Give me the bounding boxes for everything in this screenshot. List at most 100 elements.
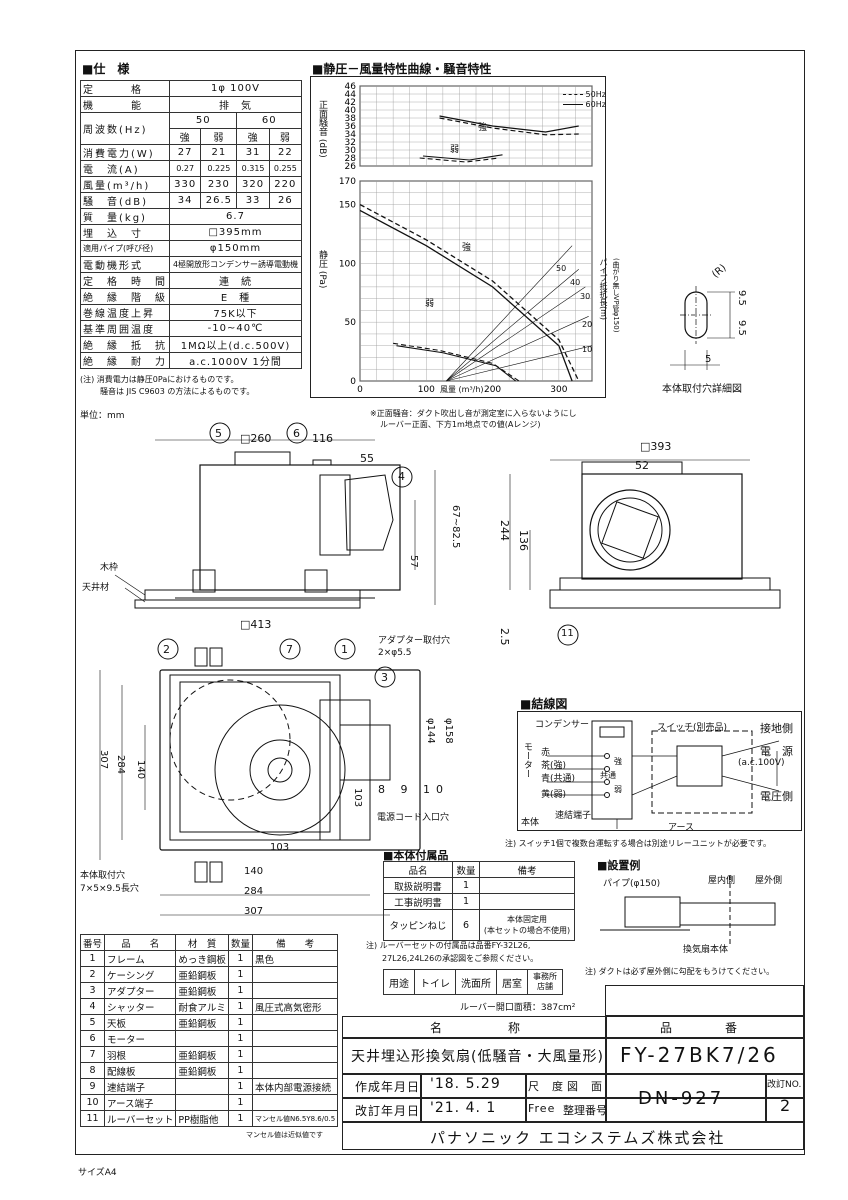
parts-cell: 本体内部電源接続 — [251, 1078, 339, 1095]
side-view-drawing — [114, 422, 436, 609]
wiring-red: 赤 — [541, 748, 551, 758]
tb-company: パナソニック エコシステムズ株式会社 — [430, 1129, 726, 1147]
spec-cell: 33 — [236, 192, 270, 209]
wiring-terminal: 速結端子 — [555, 811, 592, 821]
pressure-xtick: 200 — [484, 385, 501, 395]
pressure-strong-label: 強 — [462, 243, 472, 253]
pressure-ytick: 100 — [339, 259, 356, 269]
parts-cell: 1 — [227, 1014, 253, 1031]
dim-b307: 307 — [244, 906, 264, 917]
parts-cell — [175, 1078, 229, 1095]
wiring-strong: 強 — [614, 757, 622, 766]
parts-cell: シャッター — [104, 998, 177, 1015]
spec-label: 定 格 時 間 — [80, 272, 170, 289]
acc-cell — [479, 877, 575, 894]
parts-cell: 速結端子 — [104, 1078, 177, 1095]
dim-284: 284 — [115, 755, 126, 775]
label-adapter: アダプター取付穴 — [378, 636, 451, 646]
spec-note-2: 騒音は JIS C9603 の方法によるものです。 — [100, 387, 255, 396]
wiring-power: 電 源 — [760, 745, 793, 758]
acc-header: 品名 — [383, 861, 453, 878]
pipe-axis-sub: (曲がり無しVP管φ150) — [612, 258, 620, 333]
parts-cell: 亜鉛鋼板 — [175, 1046, 229, 1063]
parts-cell — [251, 1014, 339, 1031]
acc-cell: 1 — [452, 877, 480, 894]
tb-scale-label: 尺 度 — [528, 1080, 564, 1093]
spec-cell: 34 — [168, 192, 202, 209]
parts-header: 備 考 — [251, 934, 339, 951]
louver-area: ルーバー開口面積：387cm² — [460, 1003, 576, 1013]
wiring-condenser: コンデンサー — [535, 720, 590, 730]
tb-rev-label: 改訂NO. — [767, 1080, 802, 1090]
parts-cell: 3 — [79, 982, 106, 999]
dim-b140: 140 — [244, 866, 264, 877]
callout-8: 8 — [378, 783, 391, 796]
parts-cell: 1 — [227, 950, 253, 967]
pressure-xtick: 100 — [418, 385, 435, 395]
parts-cell: 1 — [227, 1094, 253, 1111]
spec-value: 4極開放形コンデンサー誘導電動機 — [169, 256, 302, 273]
spec-label: 巻線温度上昇 — [80, 304, 170, 321]
parts-cell: 天板 — [104, 1014, 177, 1031]
noise-weak-line — [419, 157, 500, 163]
detail-drawing — [670, 286, 735, 370]
unit-label: 単位：mm — [80, 411, 125, 421]
wiring-body: 本体 — [521, 818, 540, 828]
parts-cell: ルーバーセット — [104, 1110, 177, 1127]
parts-cell: モーター — [104, 1030, 177, 1047]
parts-cell: 8 — [79, 1062, 106, 1079]
spec-label: 周波数(Hz) — [80, 112, 170, 145]
parts-cell: 羽根 — [104, 1046, 177, 1063]
callout-1: 1 — [341, 643, 348, 656]
pipe-resistance-lines — [445, 245, 593, 382]
noise-ytick: 40 — [345, 106, 357, 116]
acc-cell: 1 — [452, 893, 480, 910]
spec-value: a.c.1000V 1分間 — [169, 352, 302, 369]
acc-note-1: 注) ルーバーセットの付属品は品番FY-32L26, — [366, 941, 531, 950]
spec-label: 絶 縁 階 級 — [80, 288, 170, 305]
usage-cell: トイレ — [414, 969, 456, 995]
parts-cell — [251, 966, 339, 983]
spec-value: 6.7 — [169, 208, 302, 225]
pipe-label-40: 40 — [570, 278, 581, 287]
spec-cell: 0.255 — [268, 160, 303, 177]
spec-label: 機 能 — [80, 96, 170, 113]
usage-cell: 居室 — [496, 969, 528, 995]
pressure-lines — [359, 203, 580, 382]
pressure-ytick: 0 — [350, 377, 356, 387]
spec-note-1: (注) 消費電力は静圧0Paにおけるものです。 — [80, 375, 239, 384]
front-view-drawing — [509, 459, 781, 646]
parts-cell: 1 — [227, 966, 253, 983]
acc-cell: 工事説明書 — [383, 893, 453, 910]
parts-cell: 1 — [227, 1078, 253, 1095]
spec-label: 絶 縁 抵 抗 — [80, 336, 170, 353]
wiring-title: ■結線図 — [520, 697, 568, 711]
callout-6: 6 — [293, 427, 300, 440]
wiring-weak: 弱 — [614, 785, 622, 794]
noise-ytick: 38 — [345, 114, 357, 124]
usage-cell: 事務所 店舗 — [527, 969, 563, 995]
spec-cell: 22 — [268, 144, 303, 161]
callout-9: 9 — [400, 783, 414, 796]
wiring-common: 共通 — [600, 771, 616, 780]
tb-revised: '21. 4. 1 — [430, 1100, 497, 1116]
noise-ylabel: 正面騒音 (dB) — [317, 100, 327, 158]
parts-cell — [251, 1030, 339, 1047]
dim-103: 103 — [270, 842, 290, 853]
wiring-yellow: 黄(弱) — [541, 790, 567, 800]
noise-ytick: 46 — [345, 82, 357, 92]
tb-rev: 2 — [780, 1096, 792, 1115]
dim-144: φ144 — [425, 718, 436, 744]
spec-label: 電動機形式 — [80, 256, 170, 273]
detail-title: 本体取付穴詳細図 — [662, 384, 742, 395]
parts-cell: 亜鉛鋼板 — [175, 1062, 229, 1079]
noise-ytick: 32 — [345, 138, 356, 148]
plan-view-drawing — [99, 638, 421, 916]
spec-value: 連 続 — [169, 272, 302, 289]
label-mount-hole: 本体取付穴 — [80, 871, 126, 881]
tb-scale-val: 図 面 — [567, 1080, 603, 1093]
